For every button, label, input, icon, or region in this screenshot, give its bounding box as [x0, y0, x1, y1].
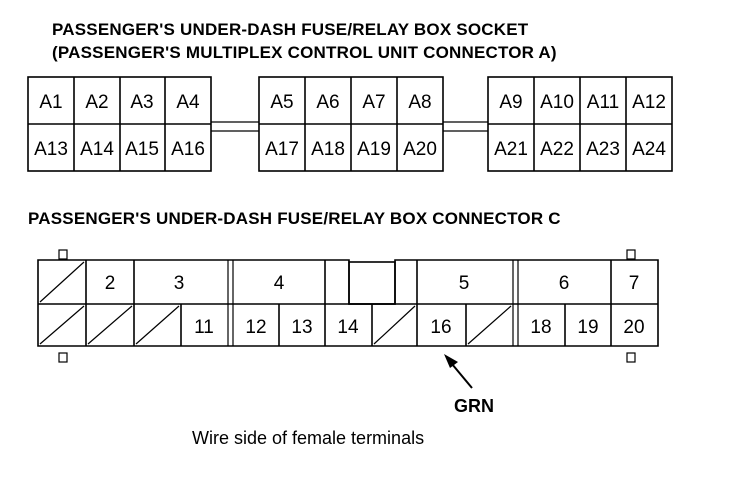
socket-title-line2: (PASSENGER'S MULTIPLEX CONTROL UNIT CONN… [52, 43, 557, 62]
socket-pin: A24 [632, 139, 666, 160]
terminal-label: 20 [623, 317, 644, 338]
empty-cavity-mark [39, 261, 85, 303]
terminal-label: 4 [274, 273, 285, 294]
socket-block-1: A1 A2 A3 A4 A13 A14 A15 A16 [27, 76, 212, 172]
socket-pin: A7 [362, 92, 385, 113]
socket-pin: A23 [586, 139, 620, 160]
terminal-label: 19 [577, 317, 598, 338]
socket-pin: A2 [85, 92, 108, 113]
arrow-head-icon [444, 354, 458, 368]
socket-pin: A5 [270, 92, 293, 113]
socket-pin: A4 [176, 92, 200, 113]
socket-pin: A18 [311, 139, 345, 160]
socket-pin: A11 [587, 92, 619, 113]
empty-cavity-mark [135, 305, 180, 345]
callout-arrow [451, 363, 473, 389]
socket-pin: A15 [125, 139, 159, 160]
terminal-label: 5 [459, 273, 470, 294]
mount-tab [58, 352, 68, 363]
socket-pin: A10 [540, 92, 574, 113]
socket-block-3: A9 A10 A11 A12 A21 A22 A23 A24 [487, 76, 673, 172]
terminal-label: 3 [174, 273, 185, 294]
mount-tab [626, 352, 636, 363]
terminal-label: 7 [629, 273, 640, 294]
terminal-label: 18 [530, 317, 551, 338]
empty-cavity-mark [87, 305, 133, 345]
socket-block-2: A5 A6 A7 A8 A17 A18 A19 A20 [258, 76, 444, 172]
empty-cavity-mark [467, 305, 512, 345]
connector-c: 2 3 4 5 6 7 11 12 13 14 16 18 19 20 [37, 249, 659, 363]
socket-pin: A8 [408, 92, 431, 113]
mount-tab [58, 249, 68, 260]
connector-c-title: PASSENGER'S UNDER-DASH FUSE/RELAY BOX CO… [28, 209, 561, 228]
diagram-caption: Wire side of female terminals [192, 428, 424, 448]
socket-pin: A6 [316, 92, 339, 113]
terminal-label: 13 [291, 317, 312, 338]
terminal-label: 12 [245, 317, 266, 338]
socket-pin: A17 [265, 139, 299, 160]
socket-pin: A13 [34, 139, 68, 160]
empty-cavity-mark [373, 305, 416, 345]
empty-cavity-mark [39, 305, 85, 345]
socket-pin: A21 [494, 139, 528, 160]
socket-pin: A16 [171, 139, 205, 160]
socket-a: A1 A2 A3 A4 A13 A14 A15 A16 A5 A6 A7 A8 … [27, 76, 673, 172]
socket-pin: A19 [357, 139, 391, 160]
socket-title-line1: PASSENGER'S UNDER-DASH FUSE/RELAY BOX SO… [52, 20, 529, 39]
socket-pin: A14 [80, 139, 114, 160]
socket-pin: A12 [632, 92, 666, 113]
terminal-label: 2 [105, 273, 116, 294]
terminal-label: 16 [430, 317, 451, 338]
socket-pin: A22 [540, 139, 574, 160]
socket-pin: A9 [499, 92, 522, 113]
wire-color-callout: GRN [444, 354, 494, 416]
mount-tab [626, 249, 636, 260]
socket-pin: A1 [39, 92, 62, 113]
terminal-label: 14 [337, 317, 359, 338]
socket-pin: A3 [130, 92, 153, 113]
wire-color-label: GRN [454, 396, 494, 416]
terminal-label: 6 [559, 273, 570, 294]
terminal-label: 11 [194, 317, 214, 338]
socket-pin: A20 [403, 139, 437, 160]
